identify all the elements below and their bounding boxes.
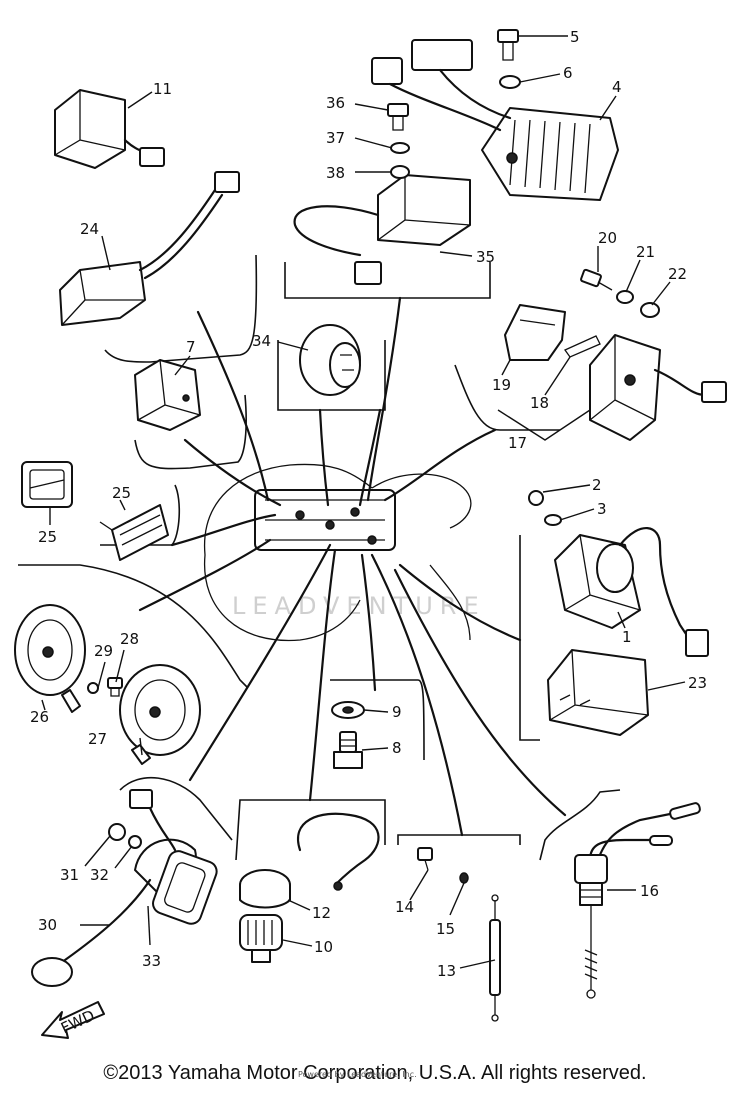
watermark: LEADVENTURE (232, 592, 486, 620)
nut-38 (390, 165, 410, 179)
starter-relay-1 (554, 527, 709, 657)
callout-15: 15 (436, 920, 455, 938)
callout-16: 16 (640, 882, 659, 900)
pin-18 (564, 335, 601, 358)
callout-26: 26 (30, 708, 49, 726)
callout-9: 9 (392, 703, 402, 721)
callout-10: 10 (314, 938, 333, 956)
callout-17: 17 (508, 434, 527, 452)
callout-14: 14 (395, 898, 414, 916)
callout-36: 36 (326, 94, 345, 112)
callout-12: 12 (312, 904, 331, 922)
relay-34 (299, 324, 361, 396)
washer-6 (499, 75, 521, 89)
callout-23: 23 (688, 674, 707, 692)
callout-21: 21 (636, 243, 655, 261)
relay-23 (547, 649, 649, 736)
bolt-36 (387, 103, 409, 131)
callout-labels: 5 6 4 11 24 36 37 38 35 7 34 20 21 22 19… (30, 28, 707, 980)
rectifier-regulator (481, 107, 619, 201)
bracket-19 (504, 304, 566, 361)
washer-3 (544, 514, 562, 526)
oil-level-switch-10 (239, 914, 283, 963)
harness-wires (138, 296, 567, 837)
callout-30: 30 (38, 916, 57, 934)
washer-37 (390, 142, 410, 154)
callout-25-right: 25 (112, 484, 131, 502)
leader-lines (41, 35, 686, 969)
callout-1: 1 (622, 628, 632, 646)
fwd-label: FWD (58, 1006, 97, 1037)
group-brackets (18, 254, 621, 861)
neutral-switch-8 (333, 731, 363, 769)
electrical-parts-diagram: LEADVENTURE (14, 28, 727, 1039)
regulator-connectors (371, 39, 512, 132)
callout-11: 11 (153, 80, 172, 98)
callout-2: 2 (592, 476, 602, 494)
bolt-5 (497, 29, 519, 61)
washer-32 (128, 835, 142, 849)
relay-11 (54, 89, 165, 169)
callout-29: 29 (94, 642, 113, 660)
fwd-arrow: FWD (41, 1001, 105, 1039)
callout-24: 24 (80, 220, 99, 238)
switch-assembly-17 (589, 334, 727, 441)
bolt-28 (107, 677, 123, 697)
gasket-33 (152, 850, 218, 925)
callout-27: 27 (88, 730, 107, 748)
oil-switch-lead-12 (239, 812, 380, 909)
callout-20: 20 (598, 229, 617, 247)
copyright-notice: ©2013 Yamaha Motor Corporation, U.S.A. A… (103, 1062, 647, 1084)
callout-18: 18 (530, 394, 549, 412)
powered-by-stamp: Powered by LeadVenture, Inc. (298, 1070, 417, 1079)
washer-21 (616, 290, 634, 304)
callout-33: 33 (142, 952, 161, 970)
callout-3: 3 (597, 500, 607, 518)
float-arm-30 (31, 878, 152, 987)
callout-34: 34 (252, 332, 271, 350)
callout-13: 13 (437, 962, 456, 980)
horn-26 (14, 604, 86, 713)
cdi-unit-35 (293, 174, 471, 285)
screw-14 (417, 847, 433, 871)
bolt-20 (580, 268, 613, 291)
nut-22 (640, 302, 660, 318)
callout-35: 35 (476, 248, 495, 266)
flasher-7 (134, 359, 201, 431)
callout-7: 7 (186, 338, 196, 356)
callout-8: 8 (392, 739, 402, 757)
callout-38: 38 (326, 164, 345, 182)
spring-13 (489, 894, 501, 1022)
callout-25-left: 25 (38, 528, 57, 546)
callout-6: 6 (563, 64, 573, 82)
callout-31: 31 (60, 866, 79, 884)
unit-24 (59, 171, 240, 326)
indicator-25-left (21, 461, 73, 508)
callout-28: 28 (120, 630, 139, 648)
callout-22: 22 (668, 265, 687, 283)
clamp-15 (459, 872, 469, 884)
callout-37: 37 (326, 129, 345, 147)
nut-31 (108, 823, 126, 841)
callout-5: 5 (570, 28, 580, 46)
brake-switch-16 (574, 802, 701, 999)
callout-19: 19 (492, 376, 511, 394)
nut-29 (87, 682, 99, 694)
indicator-25-right (99, 504, 169, 561)
callout-4: 4 (612, 78, 622, 96)
callout-32: 32 (90, 866, 109, 884)
nut-2 (528, 490, 544, 506)
horn-27 (119, 664, 201, 765)
